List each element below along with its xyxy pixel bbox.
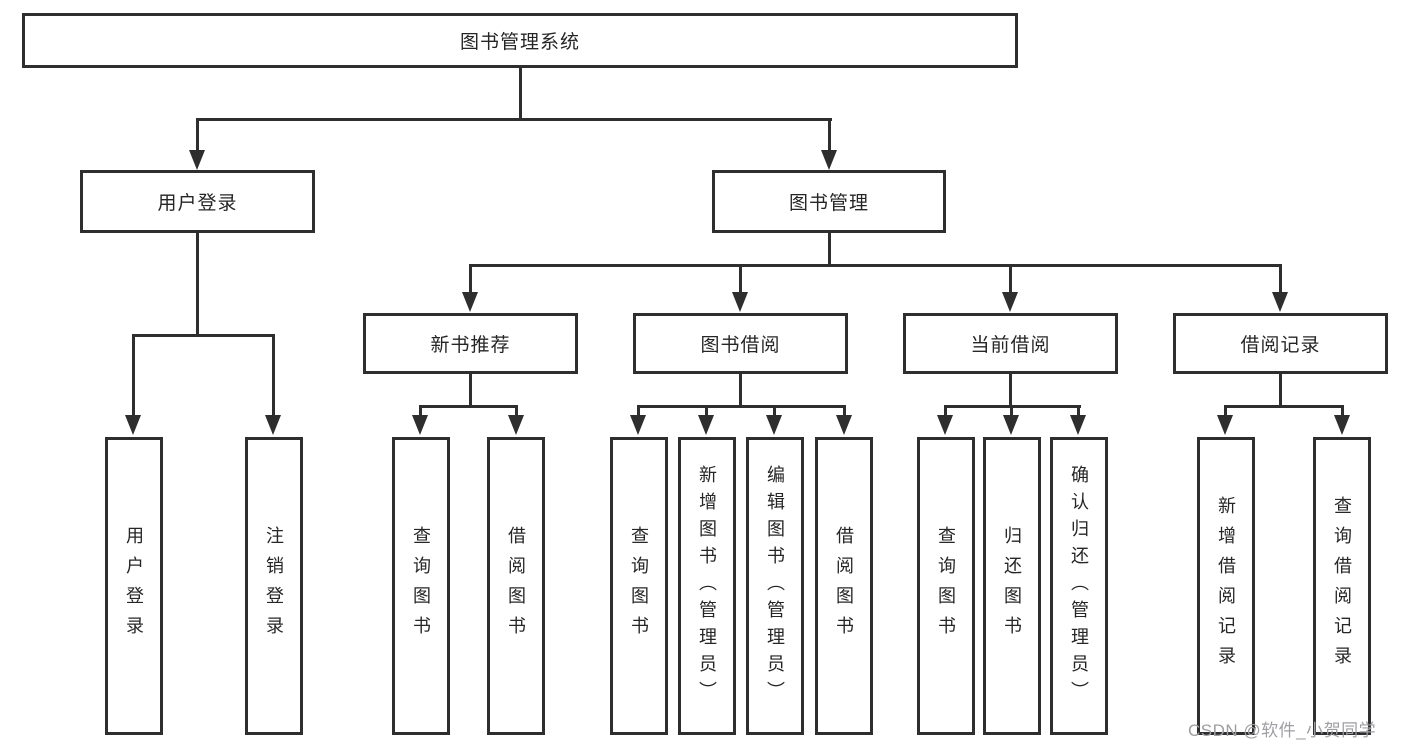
leaf-label: 编辑图书（管理员）	[765, 464, 785, 708]
node-label: 用户登录	[157, 193, 238, 214]
connector-new-book-horizontal-line	[419, 405, 518, 408]
node-new-book-recommend: 新书推荐	[363, 313, 578, 374]
arrow-down-icon	[1070, 415, 1086, 435]
connector-current-borrow-vertical-line	[1009, 374, 1012, 407]
leaf-label: 确认归还（管理员）	[1069, 464, 1089, 708]
arrow-down-icon	[1217, 415, 1233, 435]
connector-stub	[419, 405, 422, 417]
arrow-down-icon	[1003, 415, 1019, 435]
leaf-label: 新增图书（管理员）	[697, 464, 717, 708]
connector-stub	[944, 405, 947, 417]
arrow-down-icon	[1002, 292, 1018, 312]
node-label: 图书管理	[788, 193, 869, 214]
csdn-watermark: CSDN @软件_小贺同学	[1188, 721, 1377, 740]
arrow-down-icon	[630, 415, 646, 435]
node-current-borrowing: 当前借阅	[903, 313, 1118, 374]
arrow-down-icon	[821, 150, 837, 170]
connector-stub	[515, 405, 518, 417]
connector-stub	[1341, 405, 1344, 417]
node-book-borrowing: 图书借阅	[633, 313, 848, 374]
leaf-label: 借阅图书	[506, 526, 526, 646]
connector-stub	[773, 405, 776, 417]
arrow-down-icon	[698, 415, 714, 435]
leaf-label: 用户登录	[124, 526, 144, 646]
node-label: 图书借阅	[700, 335, 781, 356]
connector-root-horizontal-line	[196, 118, 832, 121]
arrow-down-icon	[189, 150, 205, 170]
arrow-down-icon	[508, 415, 524, 435]
connector-borrow-record-horizontal-line	[1224, 405, 1344, 408]
connector-book-mgmt-horizontal-line	[469, 264, 1282, 267]
connector-book-borrow-vertical-line	[739, 374, 742, 407]
connector-book-borrow-horizontal-line	[637, 405, 846, 408]
leaf-user-login: 用户登录	[105, 437, 163, 735]
leaf-label: 注销登录	[264, 526, 284, 646]
leaf-confirm-return-admin: 确认归还（管理员）	[1050, 437, 1108, 735]
arrow-down-icon	[462, 292, 478, 312]
node-book-management: 图书管理	[712, 170, 946, 233]
connector-stub	[1224, 405, 1227, 417]
arrow-down-icon	[412, 415, 428, 435]
connector-stub-book-borrow	[739, 264, 742, 294]
leaf-query-books-recommend: 查询图书	[392, 437, 450, 735]
connector-stub-new-book	[469, 264, 472, 294]
leaf-return-books: 归还图书	[983, 437, 1041, 735]
arrow-down-icon	[1334, 415, 1350, 435]
leaf-add-borrow-record: 新增借阅记录	[1197, 437, 1255, 735]
arrow-down-icon	[1272, 292, 1288, 312]
leaf-borrow-books-recommend: 借阅图书	[487, 437, 545, 735]
leaf-label: 归还图书	[1002, 526, 1022, 646]
arrow-down-icon	[766, 415, 782, 435]
leaf-query-books-current: 查询图书	[917, 437, 975, 735]
leaf-label: 查询借阅记录	[1332, 496, 1352, 676]
connector-stub	[1010, 405, 1013, 417]
connector-stub	[843, 405, 846, 417]
leaf-label: 查询图书	[936, 526, 956, 646]
leaf-label: 新增借阅记录	[1216, 496, 1236, 676]
connector-root-vertical-line	[519, 66, 522, 120]
leaf-edit-books-admin: 编辑图书（管理员）	[746, 437, 804, 735]
node-borrowing-records: 借阅记录	[1173, 313, 1388, 374]
connector-stub-logout-leaf	[272, 334, 275, 417]
leaf-query-books-borrow: 查询图书	[610, 437, 668, 735]
connector-stub	[705, 405, 708, 417]
node-label: 当前借阅	[970, 335, 1051, 356]
leaf-logout: 注销登录	[245, 437, 303, 735]
connector-new-book-vertical-line	[469, 374, 472, 407]
connector-stub	[637, 405, 640, 417]
connector-user-login-vertical-line	[196, 233, 199, 336]
node-label: 图书管理系统	[459, 32, 580, 53]
leaf-borrow-books: 借阅图书	[815, 437, 873, 735]
leaf-query-borrow-record: 查询借阅记录	[1313, 437, 1371, 735]
leaf-label: 查询图书	[629, 526, 649, 646]
connector-borrow-record-vertical-line	[1279, 374, 1282, 407]
leaf-label: 查询图书	[411, 526, 431, 646]
connector-stub-current-borrow	[1009, 264, 1012, 294]
connector-stub	[1077, 405, 1080, 417]
arrow-down-icon	[265, 415, 281, 435]
connector-user-login-horizontal-line	[132, 334, 275, 337]
arrow-down-icon	[125, 415, 141, 435]
node-label: 借阅记录	[1240, 335, 1321, 356]
arrow-down-icon	[732, 292, 748, 312]
node-library-management-system: 图书管理系统	[22, 13, 1018, 68]
leaf-add-books-admin: 新增图书（管理员）	[678, 437, 736, 735]
node-user-login: 用户登录	[80, 170, 315, 233]
connector-book-mgmt-vertical-line	[828, 233, 831, 266]
leaf-label: 借阅图书	[834, 526, 854, 646]
connector-stub-borrow-record	[1279, 264, 1282, 294]
connector-stub-user-login	[196, 118, 199, 152]
node-label: 新书推荐	[430, 335, 511, 356]
arrow-down-icon	[937, 415, 953, 435]
connector-stub-book-management	[828, 118, 831, 152]
arrow-down-icon	[836, 415, 852, 435]
connector-stub-login-leaf	[132, 334, 135, 417]
